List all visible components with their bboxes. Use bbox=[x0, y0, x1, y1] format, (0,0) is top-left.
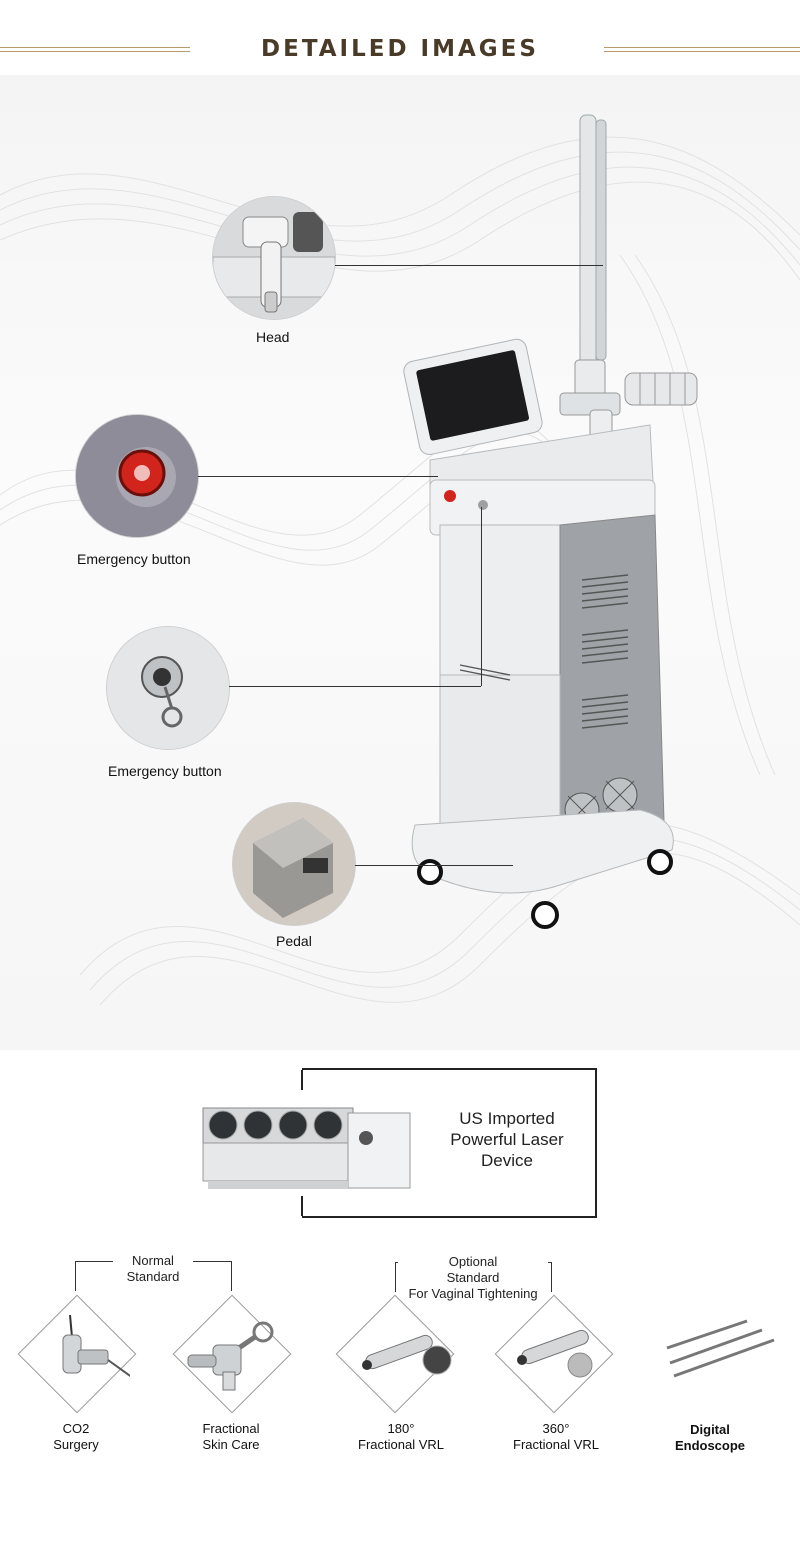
optional-group-line-3: For Vaginal Tightening bbox=[408, 1286, 538, 1301]
header-rule-left-bottom bbox=[0, 51, 190, 52]
co2-line-2: Surgery bbox=[53, 1437, 99, 1452]
laser-caption-line-3: Device bbox=[481, 1151, 533, 1170]
pedal-icon bbox=[233, 803, 355, 925]
key-switch-icon bbox=[107, 627, 229, 749]
co2-surgery-handpiece-icon bbox=[62, 1315, 130, 1378]
vrl-180-line-2: Fractional VRL bbox=[358, 1437, 444, 1452]
normal-group-line-2: Standard bbox=[126, 1269, 180, 1284]
accessory-label-co2: CO2 Surgery bbox=[6, 1421, 146, 1453]
endoscope-line-2: Endoscope bbox=[674, 1438, 746, 1453]
laser-caption-line-1: US Imported bbox=[459, 1109, 555, 1128]
co2-line-1: CO2 bbox=[62, 1421, 90, 1436]
leader-emergency-2 bbox=[229, 686, 481, 687]
optional-group-line-1: Optional bbox=[448, 1254, 498, 1269]
endoscope-line-1: Digital bbox=[690, 1422, 730, 1437]
callout-pedal-image bbox=[233, 803, 355, 925]
page-title: DETAILED IMAGES bbox=[261, 36, 539, 62]
accessory-label-endoscope: Digital Endoscope bbox=[640, 1422, 780, 1454]
laser-caption-line-2: Powerful Laser bbox=[450, 1130, 564, 1149]
optional-group-label: Optional Standard For Vaginal Tightening bbox=[398, 1254, 548, 1302]
digital-endoscope-icon bbox=[666, 1319, 775, 1378]
leader-head bbox=[335, 265, 603, 266]
callout-head-image bbox=[213, 197, 335, 319]
fractional-line-2: Skin Care bbox=[202, 1437, 260, 1452]
header-rule-left-top bbox=[0, 47, 190, 48]
detail-section bbox=[0, 75, 800, 1050]
laser-tube-image bbox=[202, 1107, 411, 1189]
leader-emergency-1 bbox=[198, 476, 438, 477]
normal-group-line-1: Normal bbox=[132, 1253, 174, 1268]
header-rule-right-bottom bbox=[604, 51, 800, 52]
vrl-360-line-1: 360° bbox=[542, 1421, 570, 1436]
normal-group-label: Normal Standard bbox=[113, 1253, 193, 1285]
callout-emergency-button-label-2: Emergency button bbox=[108, 763, 222, 779]
header-rule-right-top bbox=[604, 47, 800, 48]
callout-key-switch-image bbox=[107, 627, 229, 749]
vrl-180-line-1: 180° bbox=[387, 1421, 415, 1436]
leader-emergency-2-vertical bbox=[481, 507, 482, 686]
callout-emergency-button-label-1: Emergency button bbox=[77, 551, 191, 567]
accessory-label-360-vrl: 360° Fractional VRL bbox=[486, 1421, 626, 1453]
laser-device-caption: US Imported Powerful Laser Device bbox=[432, 1108, 582, 1171]
callout-pedal-label: Pedal bbox=[276, 933, 312, 949]
callout-head-label: Head bbox=[256, 329, 290, 345]
head-icon bbox=[213, 197, 335, 319]
laser-machine-illustration bbox=[403, 114, 698, 929]
fractional-skin-care-handpiece-icon bbox=[187, 1321, 274, 1391]
optional-group-line-2: Standard bbox=[446, 1270, 500, 1285]
accessory-label-fractional: Fractional Skin Care bbox=[161, 1421, 301, 1453]
callout-emergency-button-image bbox=[76, 415, 198, 537]
vrl-360-handpiece-icon bbox=[517, 1329, 593, 1378]
vrl-180-handpiece-icon bbox=[362, 1334, 452, 1375]
vrl-360-line-2: Fractional VRL bbox=[513, 1437, 599, 1452]
laser-device-frame bbox=[301, 1068, 597, 1218]
leader-pedal bbox=[355, 865, 513, 866]
emergency-button-icon bbox=[76, 415, 198, 537]
accessory-label-180-vrl: 180° Fractional VRL bbox=[331, 1421, 471, 1453]
fractional-line-1: Fractional bbox=[202, 1421, 260, 1436]
